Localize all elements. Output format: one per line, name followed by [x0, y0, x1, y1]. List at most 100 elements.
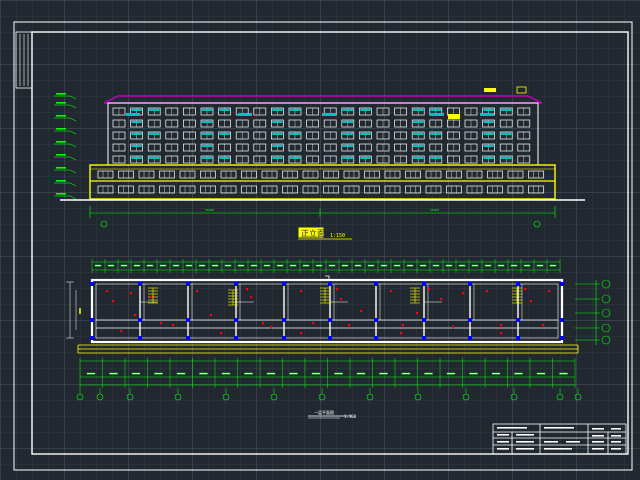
plan-top-dimensions — [91, 259, 561, 273]
axis-bubble — [96, 393, 104, 401]
podium-window — [220, 170, 237, 179]
level-mark-tick — [69, 156, 77, 161]
tower-window-glazing — [201, 120, 213, 123]
podium-window — [118, 185, 134, 194]
title-block-text — [516, 434, 534, 436]
level-mark-tick — [69, 130, 77, 135]
dimension-text — [263, 264, 271, 267]
dimension-text — [419, 264, 427, 267]
tower-window-glazing — [342, 132, 353, 135]
level-mark-tick — [69, 169, 77, 174]
tower-sign — [448, 114, 460, 119]
fixture-symbol — [130, 292, 133, 295]
fixture-symbol — [402, 324, 405, 327]
structural-column — [328, 336, 332, 340]
fixture-symbol — [312, 322, 315, 325]
dimension-text — [401, 372, 411, 375]
tower-window-glazing — [360, 156, 371, 159]
dimension-text — [159, 264, 167, 267]
dimension-text — [484, 264, 492, 267]
podium-window — [200, 170, 216, 179]
dimension-text — [289, 264, 297, 267]
fixture-symbol — [452, 326, 455, 329]
plan-front-band — [77, 344, 579, 354]
dimension-text — [559, 372, 568, 375]
level-marks — [54, 93, 77, 200]
tower-window-glazing — [131, 108, 142, 111]
dimension-text — [120, 264, 128, 267]
dimension-text — [211, 264, 219, 267]
podium-window — [364, 185, 380, 194]
dimension-text — [154, 372, 163, 375]
tower-window-glazing — [272, 120, 283, 123]
fixture-symbol — [462, 292, 465, 295]
podium-window — [302, 170, 319, 179]
fixture-symbol — [486, 290, 489, 293]
structural-column — [138, 282, 142, 286]
dimension-text — [445, 264, 453, 267]
axis-bubble — [462, 393, 470, 401]
dimension-text — [471, 264, 479, 267]
fixture-symbol — [530, 300, 533, 303]
level-mark-tick — [69, 95, 77, 100]
dimension-text — [393, 264, 401, 267]
fixture-symbol — [106, 290, 109, 293]
plan-right-axis — [575, 279, 611, 345]
podium-window — [446, 170, 462, 179]
fixture-symbol — [390, 290, 393, 293]
axis-bubble — [556, 393, 564, 401]
podium-window — [343, 185, 360, 194]
podium-window — [323, 185, 339, 194]
dimension-text — [146, 264, 154, 267]
title-block-text — [497, 448, 509, 450]
dimension-text — [356, 372, 366, 375]
structural-column — [422, 318, 426, 322]
dimension-text — [549, 264, 557, 267]
podium-window — [487, 185, 503, 194]
fixture-symbol — [336, 288, 339, 291]
podium-window — [97, 185, 114, 194]
axis-bubble — [366, 393, 374, 401]
dimension-text — [133, 264, 141, 267]
axis-bubble — [270, 393, 278, 401]
title-block-text — [566, 441, 580, 443]
title-block-text — [516, 448, 534, 450]
podium-window — [97, 170, 114, 179]
tower-window-glazing — [483, 120, 494, 123]
podium-window — [323, 170, 339, 179]
tower-window-glazing — [342, 156, 353, 159]
structural-column — [90, 336, 94, 340]
plan-fixtures — [106, 288, 551, 335]
title-block-entries — [497, 427, 621, 450]
podium-window — [466, 170, 483, 179]
dimension-text — [315, 264, 323, 267]
tower-window-glazing — [501, 132, 512, 135]
axis-bubble — [318, 393, 326, 401]
level-mark-text — [56, 193, 66, 195]
structural-column — [282, 318, 286, 322]
dimension-text — [244, 372, 253, 375]
dimension-text — [86, 372, 96, 375]
podium-window — [384, 170, 401, 179]
dimension-text — [334, 372, 343, 375]
structural-column — [422, 336, 426, 340]
tower-window-glazing — [131, 144, 142, 147]
structural-column — [374, 336, 378, 340]
dimension-text — [510, 264, 518, 267]
dimension-text — [276, 264, 284, 267]
plan-outer-wall — [90, 278, 564, 344]
structural-column — [422, 282, 426, 286]
fixture-symbol — [300, 290, 303, 293]
dimension-text — [302, 264, 310, 267]
structural-column — [234, 336, 238, 340]
entry-mark — [325, 275, 330, 281]
roof-tank — [516, 86, 527, 94]
elevation-dimension — [89, 206, 556, 228]
podium-window — [343, 170, 360, 179]
plan-stairs — [148, 275, 522, 306]
level-mark-tick — [69, 182, 77, 187]
tower-window-glazing — [413, 144, 424, 147]
tower-window-glazing — [201, 156, 213, 159]
